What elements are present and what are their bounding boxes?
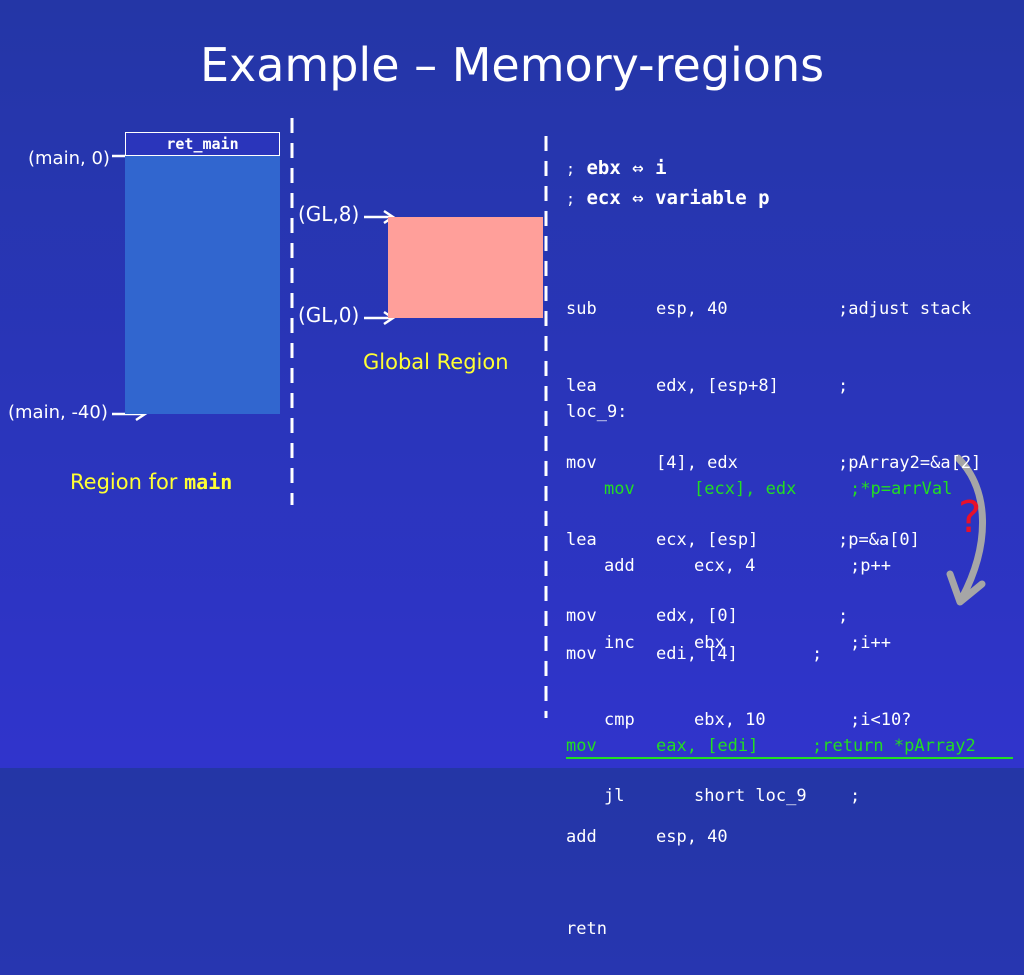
gl-bottom-label: (GL,0) [298, 303, 360, 327]
arrow-gl-bottom [364, 310, 396, 326]
main-caption-code: main [184, 470, 233, 494]
question-mark: ? [958, 492, 982, 543]
comment-text: ebx ⇔ i [586, 157, 667, 179]
main-top-label: (main, 0) [28, 148, 110, 169]
ret-main-box: ret_main [125, 132, 280, 156]
code-line: retn [566, 918, 607, 939]
comment-semicolon: ; [566, 160, 576, 178]
code-line-highlight: mov[ecx], edx;*p=arrVal [604, 479, 953, 500]
main-region-box [125, 156, 280, 414]
comment-text: ecx ⇔ variable p [586, 187, 770, 209]
main-caption-prefix: Region for [70, 470, 185, 494]
global-region-caption: Global Region [363, 350, 509, 374]
curved-arrow [946, 454, 986, 606]
register-comment-1: ; ebx ⇔ i [566, 157, 667, 179]
gl-top-label: (GL,8) [298, 202, 360, 226]
main-bottom-label: (main, -40) [8, 402, 108, 423]
code-loop-label: loc_9: [566, 402, 628, 422]
comment-semicolon: ; [566, 190, 576, 208]
register-comment-2: ; ecx ⇔ variable p [566, 187, 770, 209]
slide-title: Example – Memory-regions [199, 38, 825, 92]
main-region-caption: Region for main [70, 470, 232, 494]
global-region-box [388, 217, 543, 318]
code-line: mov[4], edx;pArray2=&a[2] [566, 452, 982, 473]
